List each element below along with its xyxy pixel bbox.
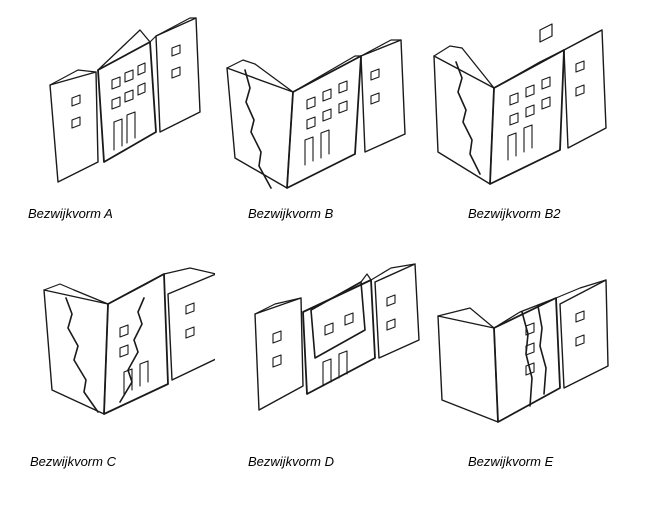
sketch-cell-c: Bezwijkvorm C xyxy=(0,254,215,507)
failure-sketch-d xyxy=(254,263,420,411)
caption-a: Bezwijkvorm A xyxy=(28,206,113,221)
caption-b: Bezwijkvorm B xyxy=(248,206,334,221)
caption-c: Bezwijkvorm C xyxy=(30,454,116,469)
sketch-cell-b: Bezwijkvorm B xyxy=(215,0,430,253)
caption-e: Bezwijkvorm E xyxy=(468,454,554,469)
failure-sketch-c xyxy=(43,267,215,415)
failure-sketch-b xyxy=(226,39,406,189)
sketch-cell-e: Bezwijkvorm E xyxy=(430,254,645,507)
caption-d: Bezwijkvorm D xyxy=(248,454,334,469)
failure-sketch-a xyxy=(49,17,201,183)
sketch-cell-a: Bezwijkvorm A xyxy=(0,0,215,253)
caption-b2: Bezwijkvorm B2 xyxy=(468,206,561,221)
sketch-cell-d: Bezwijkvorm D xyxy=(215,254,430,507)
failure-sketch-b2 xyxy=(433,23,607,185)
failure-sketch-e xyxy=(437,279,609,423)
sketch-cell-b2: Bezwijkvorm B2 xyxy=(430,0,645,253)
